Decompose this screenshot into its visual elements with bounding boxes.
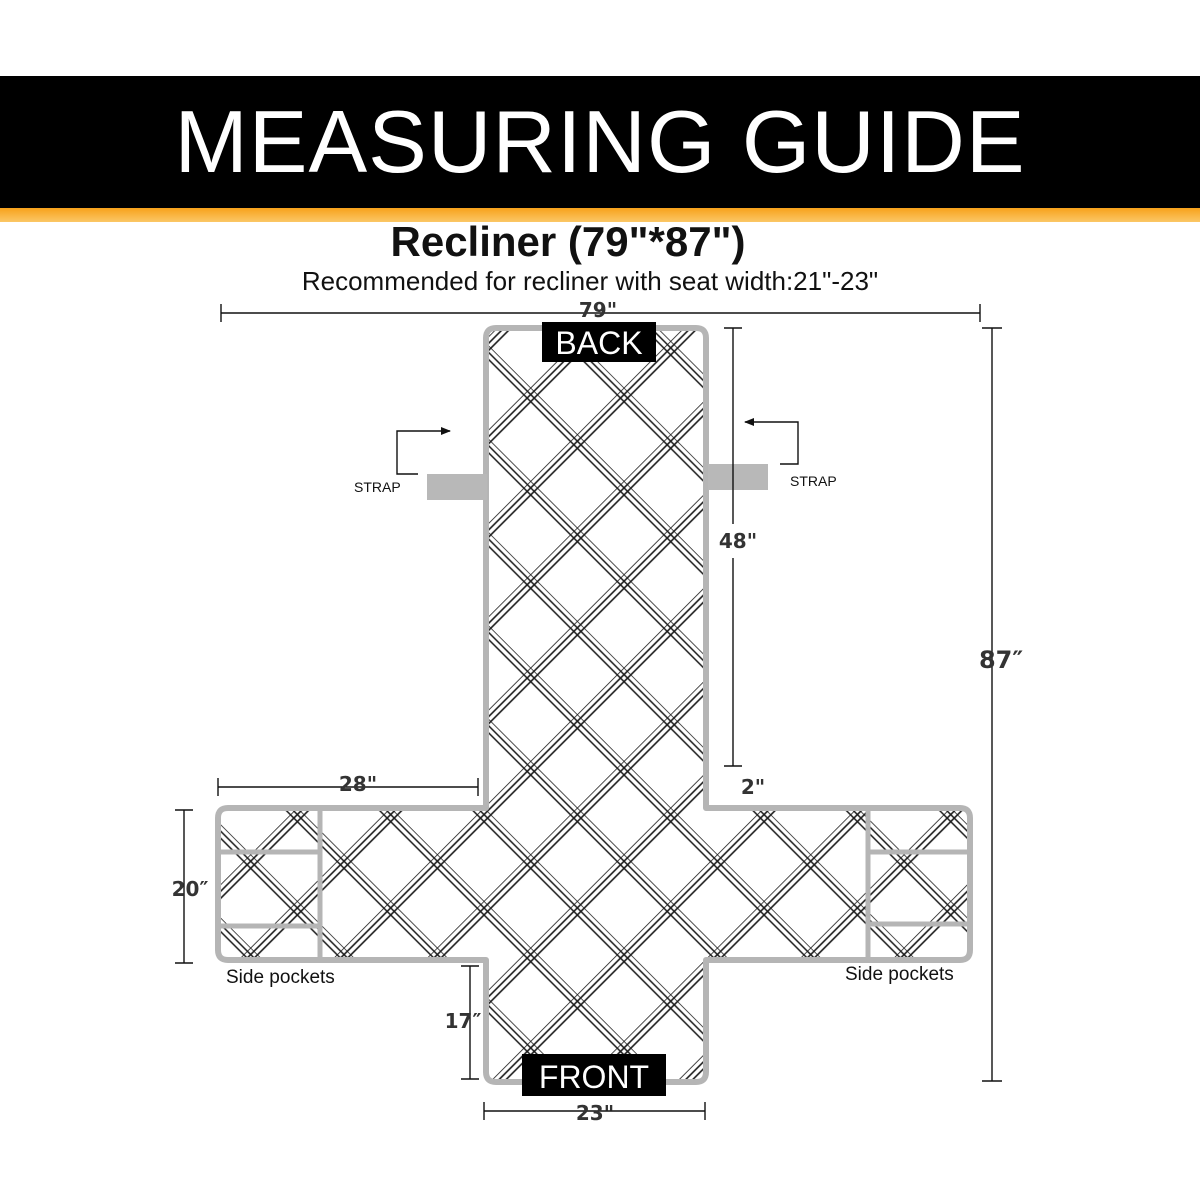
dim-gap: 2" [741, 775, 765, 799]
back-label: BACK [555, 325, 642, 361]
product-title: Recliner (79"*87") [390, 218, 746, 265]
dim-arm-width: 28" [339, 772, 377, 796]
dim-arm-depth: 20″ [172, 877, 209, 901]
strap-right-arrow [744, 418, 799, 465]
strap-right-label: STRAP [790, 473, 837, 489]
dimension-lines [175, 304, 1002, 1120]
dim-front-length: 17″ [445, 1009, 482, 1033]
pocket-seams [220, 810, 968, 958]
strap-right [708, 464, 768, 490]
recommendation-text: Recommended for recliner with seat width… [301, 266, 879, 296]
strap-left-label: STRAP [354, 479, 401, 495]
back-label-box [542, 322, 656, 362]
accent-stripe [0, 208, 1200, 222]
strap-left [427, 474, 487, 500]
front-label: FRONT [539, 1059, 649, 1095]
side-pockets-left-label: Side pockets [226, 967, 335, 988]
recliner-cover [215, 325, 973, 1085]
dim-seat-width: 23" [576, 1101, 614, 1125]
header-bar [0, 76, 1200, 208]
dim-total-width: 79" [579, 298, 617, 322]
dim-total-length: 87″ [979, 646, 1023, 674]
front-label-box [522, 1054, 666, 1096]
side-pockets-right-label: Side pockets [845, 964, 954, 985]
page-title: MEASURING GUIDE [174, 92, 1026, 191]
dim-back-length: 48" [719, 529, 757, 553]
strap-left-arrow [396, 427, 451, 475]
